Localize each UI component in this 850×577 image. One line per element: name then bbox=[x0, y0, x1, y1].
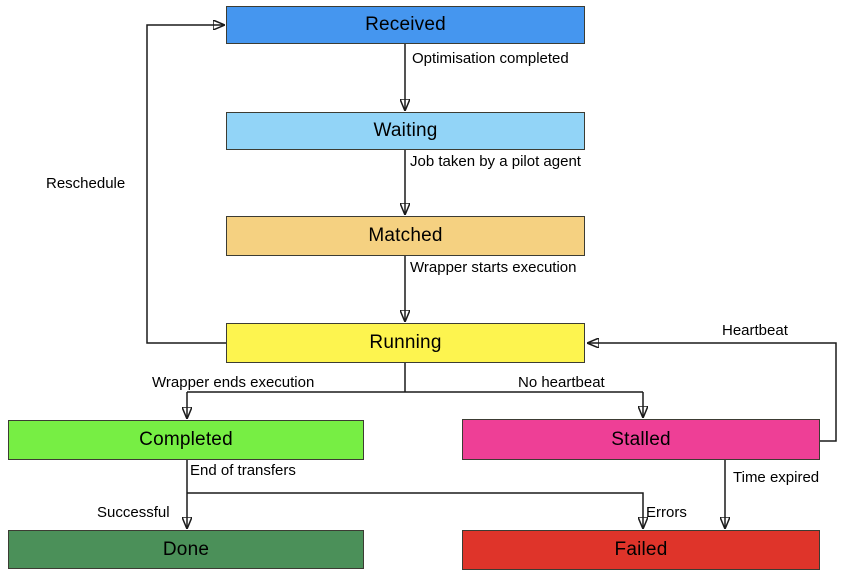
edge-label-job-taken-by-pilot-agent: Job taken by a pilot agent bbox=[410, 153, 581, 170]
edge-label-time-expired: Time expired bbox=[733, 469, 820, 486]
arrow-completed-to-failed-errors bbox=[187, 492, 643, 528]
edge-label-optimisation-completed: Optimisation completed bbox=[412, 50, 569, 67]
state-box-done: Done bbox=[8, 530, 364, 569]
edge-label-wrapper-ends-execution: Wrapper ends execution bbox=[152, 374, 315, 391]
state-box-matched: Matched bbox=[226, 216, 585, 256]
state-box-waiting: Waiting bbox=[226, 112, 585, 150]
state-box-running: Running bbox=[226, 323, 585, 363]
edge-label-heartbeat: Heartbeat bbox=[722, 322, 788, 339]
state-box-completed: Completed bbox=[8, 420, 364, 460]
state-box-received: Received bbox=[226, 6, 585, 44]
edge-label-wrapper-starts-execution: Wrapper starts execution bbox=[410, 259, 577, 276]
state-box-stalled: Stalled bbox=[462, 419, 820, 460]
edge-label-successful: Successful bbox=[97, 504, 170, 521]
arrow-running-to-received-reschedule bbox=[146, 25, 226, 344]
state-box-failed: Failed bbox=[462, 530, 820, 570]
edge-label-errors: Errors bbox=[646, 504, 687, 521]
edge-label-no-heartbeat: No heartbeat bbox=[518, 374, 605, 391]
edge-label-reschedule: Reschedule bbox=[46, 175, 126, 192]
edge-label-end-of-transfers: End of transfers bbox=[190, 462, 296, 479]
